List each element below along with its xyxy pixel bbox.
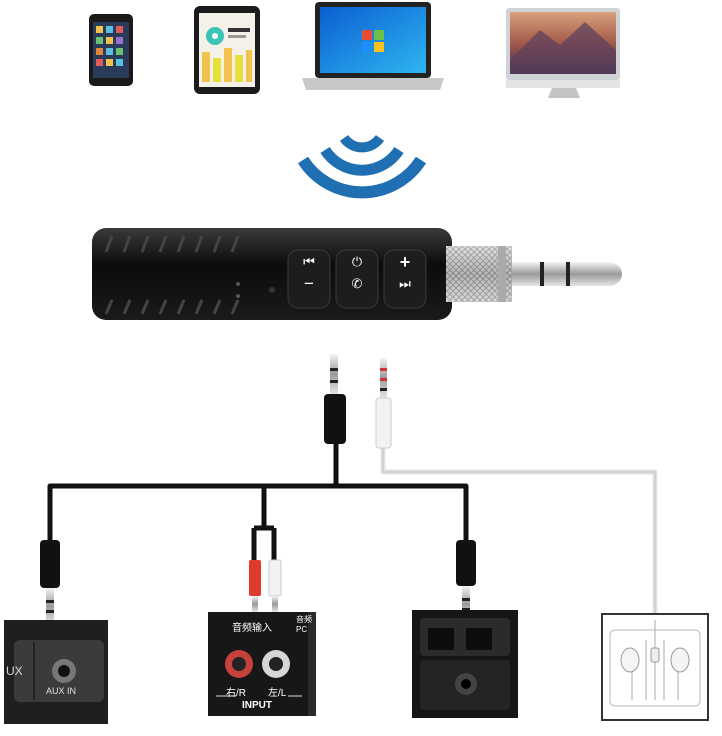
rca-plugs xyxy=(249,559,282,612)
power-icon[interactable]: ⏻ xyxy=(351,254,363,269)
white-trrs-plug-top xyxy=(375,358,392,449)
car-panel-text: UX xyxy=(6,664,23,678)
bluetooth-receiver xyxy=(92,228,622,320)
black-aux-plug-top xyxy=(324,354,346,444)
stereo-corner-sub: PC xyxy=(296,625,308,634)
phone-call-icon[interactable]: ✆ xyxy=(351,276,363,291)
windows-logo-icon xyxy=(362,30,384,52)
jack-plug xyxy=(512,262,622,286)
stereo-corner-label: 音频 xyxy=(296,615,312,624)
prev-volume-down-button xyxy=(287,249,331,309)
earphones-panel xyxy=(601,613,709,721)
black-aux-plug-left xyxy=(40,540,60,624)
stereo-input-panel xyxy=(208,612,316,716)
left-channel-label: 左/L xyxy=(268,688,287,699)
volume-up-icon[interactable]: + xyxy=(399,252,411,272)
desktop-monitor-icon xyxy=(506,8,620,98)
car-aux-panel xyxy=(4,620,108,724)
volume-up-next-button xyxy=(383,249,427,309)
prev-track-icon[interactable]: ⏮ xyxy=(303,254,315,269)
cable-network xyxy=(47,444,658,615)
phone-icon xyxy=(89,14,133,86)
tablet-icon xyxy=(194,6,260,94)
black-aux-plug-right xyxy=(456,540,476,622)
next-track-icon[interactable]: ⏭ xyxy=(399,276,411,291)
wireless-signal-icon xyxy=(297,134,427,199)
speaker-aux-panel xyxy=(412,610,518,718)
right-channel-label: 右/R xyxy=(226,688,246,699)
stereo-header-label: 音频输入 xyxy=(232,623,272,634)
input-label: INPUT xyxy=(242,700,272,711)
power-call-button xyxy=(335,249,379,309)
volume-down-icon[interactable]: − xyxy=(304,274,314,293)
aux-in-label: AUX IN xyxy=(46,686,77,696)
earphones-icon xyxy=(620,620,690,700)
laptop-icon xyxy=(302,2,444,90)
